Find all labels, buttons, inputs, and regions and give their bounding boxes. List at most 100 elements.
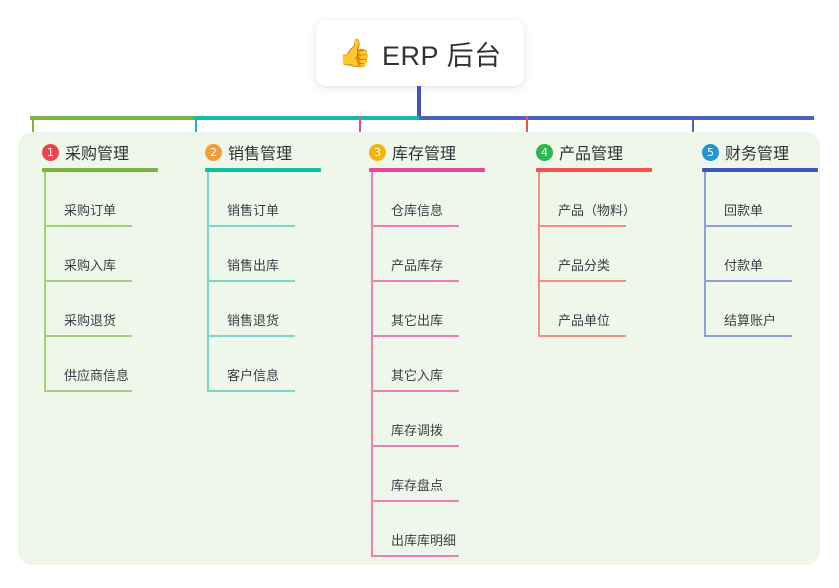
page-title: ERP 后台 xyxy=(382,40,502,71)
module-item[interactable]: 采购订单 xyxy=(30,172,190,227)
module-item[interactable]: 付款单 xyxy=(690,227,839,282)
module-item[interactable]: 其它入库 xyxy=(357,337,517,392)
module-item-list: 销售订单销售出库销售退货客户信息 xyxy=(193,172,353,392)
module-title: 财务管理 xyxy=(725,146,790,163)
module-item[interactable]: 库存盘点 xyxy=(357,447,517,502)
module-item[interactable]: 销售出库 xyxy=(193,227,353,282)
module-item-label: 产品库存 xyxy=(391,258,444,273)
module-header-underline xyxy=(369,168,485,172)
module-item-underline xyxy=(207,280,295,282)
module-item-underline xyxy=(44,390,132,392)
module-header[interactable]: 5 财务管理 xyxy=(690,132,839,172)
module-item-underline xyxy=(371,555,459,557)
module-item-label: 库存盘点 xyxy=(391,478,444,493)
module-item[interactable]: 产品分类 xyxy=(524,227,684,282)
module-item-underline xyxy=(207,225,295,227)
module-item[interactable]: 库存调拨 xyxy=(357,392,517,447)
title-drop-connector xyxy=(417,86,421,120)
module-header[interactable]: 3 库存管理 xyxy=(357,132,517,172)
module-item[interactable]: 产品（物料） xyxy=(524,172,684,227)
module-header[interactable]: 1 采购管理 xyxy=(30,132,190,172)
module-item-label: 付款单 xyxy=(724,258,764,273)
module-item-list: 仓库信息产品库存其它出库其它入库库存调拨库存盘点出库库明细 xyxy=(357,172,517,557)
module-item[interactable]: 客户信息 xyxy=(193,337,353,392)
module-number-badge: 2 xyxy=(205,143,222,161)
module-item[interactable]: 回款单 xyxy=(690,172,839,227)
module-item-label: 产品分类 xyxy=(558,258,611,273)
module-item-underline xyxy=(371,280,459,282)
module-item-underline xyxy=(538,335,626,337)
module-number-badge: 4 xyxy=(536,143,553,161)
module-item-label: 客户信息 xyxy=(227,368,280,383)
module-item-label: 采购退货 xyxy=(64,313,117,328)
module-item-underline xyxy=(371,335,459,337)
module-item[interactable]: 其它出库 xyxy=(357,282,517,337)
module-item-underline xyxy=(371,225,459,227)
module-item-underline xyxy=(44,335,132,337)
module-item[interactable]: 产品库存 xyxy=(357,227,517,282)
module-item-label: 供应商信息 xyxy=(64,368,130,383)
module-item[interactable]: 销售订单 xyxy=(193,172,353,227)
module-header-underline xyxy=(536,168,652,172)
modules-panel: 1 采购管理采购订单采购入库采购退货供应商信息 2 销售管理销售订单销售出库销售退货客… xyxy=(18,132,820,565)
module-title: 库存管理 xyxy=(392,146,457,163)
module-item-underline xyxy=(207,390,295,392)
root-title-card: 👍 ERP 后台 xyxy=(316,20,524,86)
module-item-label: 仓库信息 xyxy=(391,203,444,218)
module-spine xyxy=(371,172,373,557)
module-header[interactable]: 2 销售管理 xyxy=(193,132,353,172)
module-item-label: 产品单位 xyxy=(558,313,611,328)
module-item-underline xyxy=(704,280,792,282)
module-spine xyxy=(44,172,46,392)
module-item-label: 产品（物料） xyxy=(558,203,637,218)
module-item-underline xyxy=(538,280,626,282)
module-item[interactable]: 供应商信息 xyxy=(30,337,190,392)
module-item-label: 结算账户 xyxy=(724,313,777,328)
module-item[interactable]: 采购入库 xyxy=(30,227,190,282)
trunk-segment-right xyxy=(419,116,814,120)
module-spine xyxy=(538,172,540,337)
module-item-underline xyxy=(207,335,295,337)
module-item-label: 采购入库 xyxy=(64,258,117,273)
module-title: 采购管理 xyxy=(65,146,130,163)
module-item-label: 库存调拨 xyxy=(391,423,444,438)
module-item[interactable]: 出库库明细 xyxy=(357,502,517,557)
module-column-3: 3 库存管理仓库信息产品库存其它出库其它入库库存调拨库存盘点出库库明细 xyxy=(357,132,517,557)
module-item-underline xyxy=(371,390,459,392)
module-header-underline xyxy=(205,168,321,172)
module-column-2: 2 销售管理销售订单销售出库销售退货客户信息 xyxy=(193,132,353,392)
module-item-underline xyxy=(371,445,459,447)
module-item-underline xyxy=(371,500,459,502)
module-item-label: 出库库明细 xyxy=(391,533,457,548)
module-item[interactable]: 销售退货 xyxy=(193,282,353,337)
module-item-label: 采购订单 xyxy=(64,203,117,218)
thumbs-up-icon: 👍 xyxy=(338,37,373,69)
module-item-underline xyxy=(538,225,626,227)
module-number-badge: 5 xyxy=(702,143,719,161)
trunk-segment-mid xyxy=(193,116,421,120)
module-column-1: 1 采购管理采购订单采购入库采购退货供应商信息 xyxy=(30,132,190,392)
trunk-segment-left xyxy=(30,116,195,120)
module-column-5: 5 财务管理回款单付款单结算账户 xyxy=(690,132,839,337)
module-item-underline xyxy=(704,225,792,227)
module-item-underline xyxy=(44,225,132,227)
module-item-label: 销售出库 xyxy=(227,258,280,273)
module-item-underline xyxy=(704,335,792,337)
module-item[interactable]: 结算账户 xyxy=(690,282,839,337)
module-item-underline xyxy=(44,280,132,282)
module-header-underline xyxy=(42,168,158,172)
module-item[interactable]: 产品单位 xyxy=(524,282,684,337)
module-item-list: 产品（物料） 产品分类产品单位 xyxy=(524,172,684,337)
module-spine xyxy=(207,172,209,392)
module-header-underline xyxy=(702,168,818,172)
module-item-list: 回款单付款单结算账户 xyxy=(690,172,839,337)
module-item[interactable]: 仓库信息 xyxy=(357,172,517,227)
module-item[interactable]: 采购退货 xyxy=(30,282,190,337)
module-number-badge: 3 xyxy=(369,143,386,161)
module-title: 销售管理 xyxy=(228,146,293,163)
module-item-list: 采购订单采购入库采购退货供应商信息 xyxy=(30,172,190,392)
module-number-badge: 1 xyxy=(42,143,59,161)
module-item-label: 回款单 xyxy=(724,203,764,218)
